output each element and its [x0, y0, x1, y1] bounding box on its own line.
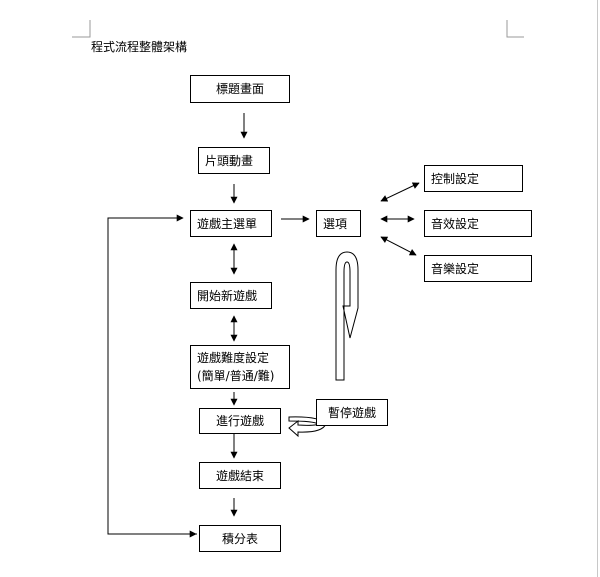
node-opening-animation: 片頭動畫	[198, 147, 270, 174]
document-title: 程式流程整體架構	[91, 40, 188, 54]
node-music-settings: 音樂設定	[424, 255, 532, 282]
node-playing: 進行遊戲	[199, 408, 281, 434]
node-title-screen: 標題畫面	[190, 75, 290, 103]
curved-arrow-pause-to-options	[335, 251, 359, 381]
page-edge	[597, 0, 598, 577]
node-new-game: 開始新遊戲	[190, 282, 272, 309]
node-main-menu: 遊戲主選單	[190, 210, 272, 237]
node-scoreboard: 積分表	[199, 525, 281, 552]
node-sound-effect-settings: 音效設定	[424, 210, 532, 237]
arrow-options-control	[380, 182, 420, 202]
node-control-settings: 控制設定	[424, 165, 523, 192]
difficulty-line-1: 遊戲難度設定	[197, 351, 270, 365]
arrow-scoreboard-to-menu-loop	[107, 217, 197, 535]
arrow-options-music	[380, 236, 417, 256]
node-game-over: 遊戲結束	[199, 462, 281, 489]
difficulty-line-2: (簡單/普通/難)	[197, 369, 275, 383]
node-difficulty-settings: 遊戲難度設定 (簡單/普通/難)	[190, 345, 290, 389]
node-pause: 暫停遊戲	[316, 399, 388, 426]
node-options: 選項	[316, 210, 361, 237]
